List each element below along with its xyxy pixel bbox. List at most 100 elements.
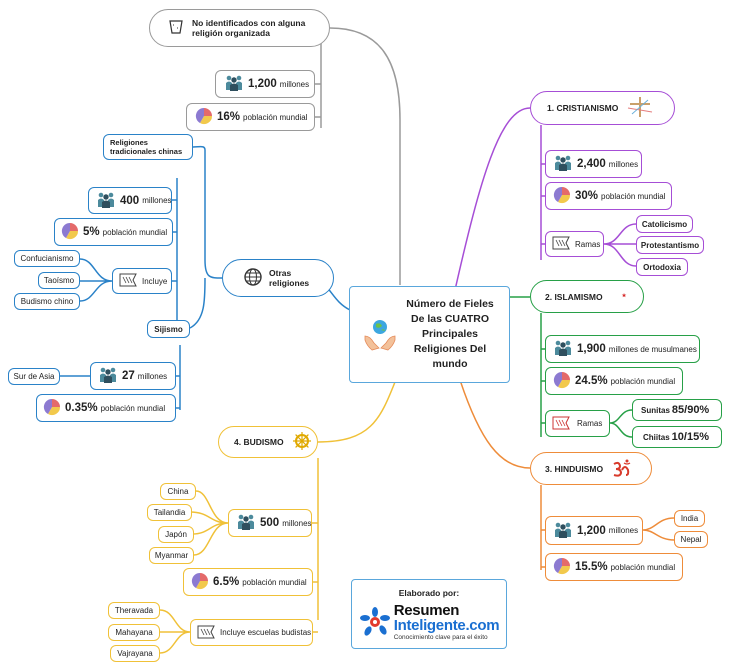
globe-icon <box>243 267 263 289</box>
no-religion-pct[interactable]: 16% población mundial <box>186 103 315 131</box>
islam-count[interactable]: 1,900 millones de musulmanes <box>545 335 700 363</box>
shia-branch[interactable]: Chiitas 10/15% <box>632 426 722 448</box>
logo-text-2: Inteligente.com <box>393 617 500 634</box>
christianity-branch[interactable]: Ortodoxia <box>636 258 688 276</box>
included-label: Confucianismo <box>20 254 74 263</box>
buddhism-node[interactable]: 4. BUDISMO <box>218 426 318 458</box>
branch-flag-icon <box>551 415 571 433</box>
sikhism-count-value: 27 <box>122 370 135 382</box>
country-label: Tailandia <box>153 508 186 517</box>
no-religion-pct-unit: población mundial <box>243 112 308 122</box>
christianity-pct[interactable]: 30% población mundial <box>545 182 672 210</box>
christianity-node[interactable]: 1. CRISTIANISMO <box>530 91 675 125</box>
chinese-includes[interactable]: Incluye <box>112 268 172 294</box>
islam-pct[interactable]: 24.5% población mundial <box>545 367 683 395</box>
branch-label: Protestantismo <box>640 240 700 250</box>
christianity-branches[interactable]: Ramas <box>545 231 604 257</box>
school-label: Vajrayana <box>117 649 153 658</box>
hinduism-title: 3. HINDUISMO <box>545 463 604 474</box>
christianity-count[interactable]: 2,400 millones <box>545 150 642 178</box>
islam-node[interactable]: 2. ISLAMISMO <box>530 280 644 313</box>
central-topic[interactable]: Número de Fieles De las CUATRO Principal… <box>349 286 510 383</box>
logo-text-1: Resumen <box>393 602 460 619</box>
country-label: China <box>167 487 189 496</box>
pie-chart-icon <box>195 107 213 127</box>
christianity-branches-label: Ramas <box>575 239 601 249</box>
chinese-included[interactable]: Taoísmo <box>38 272 80 289</box>
other-religions-title: Otras religiones <box>269 268 310 288</box>
people-icon <box>553 154 573 174</box>
sunni-branch[interactable]: Sunitas 85/90% <box>632 399 722 421</box>
christianity-count-unit: millones <box>608 159 639 169</box>
hinduism-count-value: 1,200 <box>577 524 606 537</box>
pie-chart-icon <box>191 572 209 592</box>
christianity-pct-value: 30% <box>575 190 599 202</box>
chinese-included[interactable]: Confucianismo <box>14 250 80 267</box>
hinduism-count[interactable]: 1,200 millones <box>545 516 643 545</box>
buddhism-title: 4. BUDISMO <box>234 437 284 447</box>
hinduism-place[interactable]: India <box>674 510 705 527</box>
pie-chart-icon <box>553 557 571 577</box>
hinduism-place[interactable]: Nepal <box>674 531 708 548</box>
chinese-count-value: 400 <box>120 194 140 207</box>
sikhism-region-label: Sur de Asia <box>13 372 55 381</box>
buddhism-country[interactable]: Tailandia <box>147 504 192 521</box>
buddhism-schools[interactable]: Incluye escuelas budistas <box>190 619 313 646</box>
christianity-branch[interactable]: Catolicismo <box>636 215 693 233</box>
logo[interactable]: Resumen Inteligente.com Conocimiento cla… <box>359 603 500 642</box>
people-icon <box>96 191 116 211</box>
buddhism-count-unit: millones <box>282 518 312 528</box>
hinduism-pct[interactable]: 15.5% población mundial <box>545 553 683 581</box>
other-religions-node[interactable]: Otras religiones <box>222 259 334 297</box>
branch-flag-icon <box>118 272 138 290</box>
chinese-count[interactable]: 400 millones <box>88 187 172 214</box>
dharma-wheel-icon <box>292 431 312 453</box>
sikhism-region[interactable]: Sur de Asia <box>8 368 60 385</box>
christianity-branch[interactable]: Protestantismo <box>636 236 704 254</box>
place-label: Nepal <box>680 535 702 544</box>
empty-glass-icon <box>168 19 184 37</box>
hinduism-count-unit: millones <box>608 526 639 535</box>
hinduism-node[interactable]: 3. HINDUISMO <box>530 452 652 485</box>
school-label: Theravada <box>114 606 154 615</box>
islam-branches[interactable]: Ramas <box>545 410 610 437</box>
sikhism-pct-value: 0.35% <box>65 402 98 414</box>
buddhism-school[interactable]: Mahayana <box>108 624 160 641</box>
people-icon <box>553 521 573 541</box>
crescent-icon <box>611 287 629 307</box>
branch-flag-icon <box>196 624 216 642</box>
chinese-religions-node[interactable]: Religiones tradicionales chinas <box>103 134 193 160</box>
buddhism-schools-label: Incluye escuelas budistas <box>220 628 312 637</box>
christianity-count-value: 2,400 <box>577 158 606 170</box>
buddhism-school[interactable]: Theravada <box>108 602 160 619</box>
people-icon <box>98 366 118 386</box>
chinese-religions-title: Religiones tradicionales chinas <box>110 138 183 156</box>
buddhism-pct-unit: población mundial <box>242 577 307 587</box>
christianity-pct-unit: población mundial <box>601 191 666 201</box>
hinduism-pct-value: 15.5% <box>575 561 608 573</box>
om-icon <box>611 458 633 480</box>
no-religion-node[interactable]: No identificados con alguna religión org… <box>149 9 330 47</box>
buddhism-pct[interactable]: 6.5% población mundial <box>183 568 313 596</box>
sikhism-node[interactable]: Sijismo <box>147 320 190 338</box>
school-label: Mahayana <box>115 628 153 637</box>
buddhism-school[interactable]: Vajrayana <box>110 645 160 662</box>
people-icon <box>553 339 573 359</box>
buddhism-country[interactable]: Japón <box>158 526 194 543</box>
logo-icon <box>359 606 391 640</box>
buddhism-pct-value: 6.5% <box>213 576 240 588</box>
buddhism-country[interactable]: Myanmar <box>149 547 194 564</box>
buddhism-count[interactable]: 500 millones <box>228 509 312 537</box>
sikhism-pct[interactable]: 0.35% población mundial <box>36 394 176 422</box>
chinese-included[interactable]: Budismo chino <box>14 293 80 310</box>
pie-chart-icon <box>43 398 61 418</box>
logo-tagline: Conocimiento clave para el éxito <box>393 634 488 641</box>
sikhism-count[interactable]: 27 millones <box>90 362 176 390</box>
islam-pct-unit: población mundial <box>610 376 676 386</box>
islam-pct-value: 24.5% <box>575 375 608 387</box>
no-religion-count-value: 1,200 <box>248 78 277 90</box>
no-religion-count-unit: millones <box>279 79 310 89</box>
no-religion-count[interactable]: 1,200 millones <box>215 70 315 98</box>
buddhism-country[interactable]: China <box>160 483 196 500</box>
chinese-pct[interactable]: 5% población mundial <box>54 218 173 246</box>
